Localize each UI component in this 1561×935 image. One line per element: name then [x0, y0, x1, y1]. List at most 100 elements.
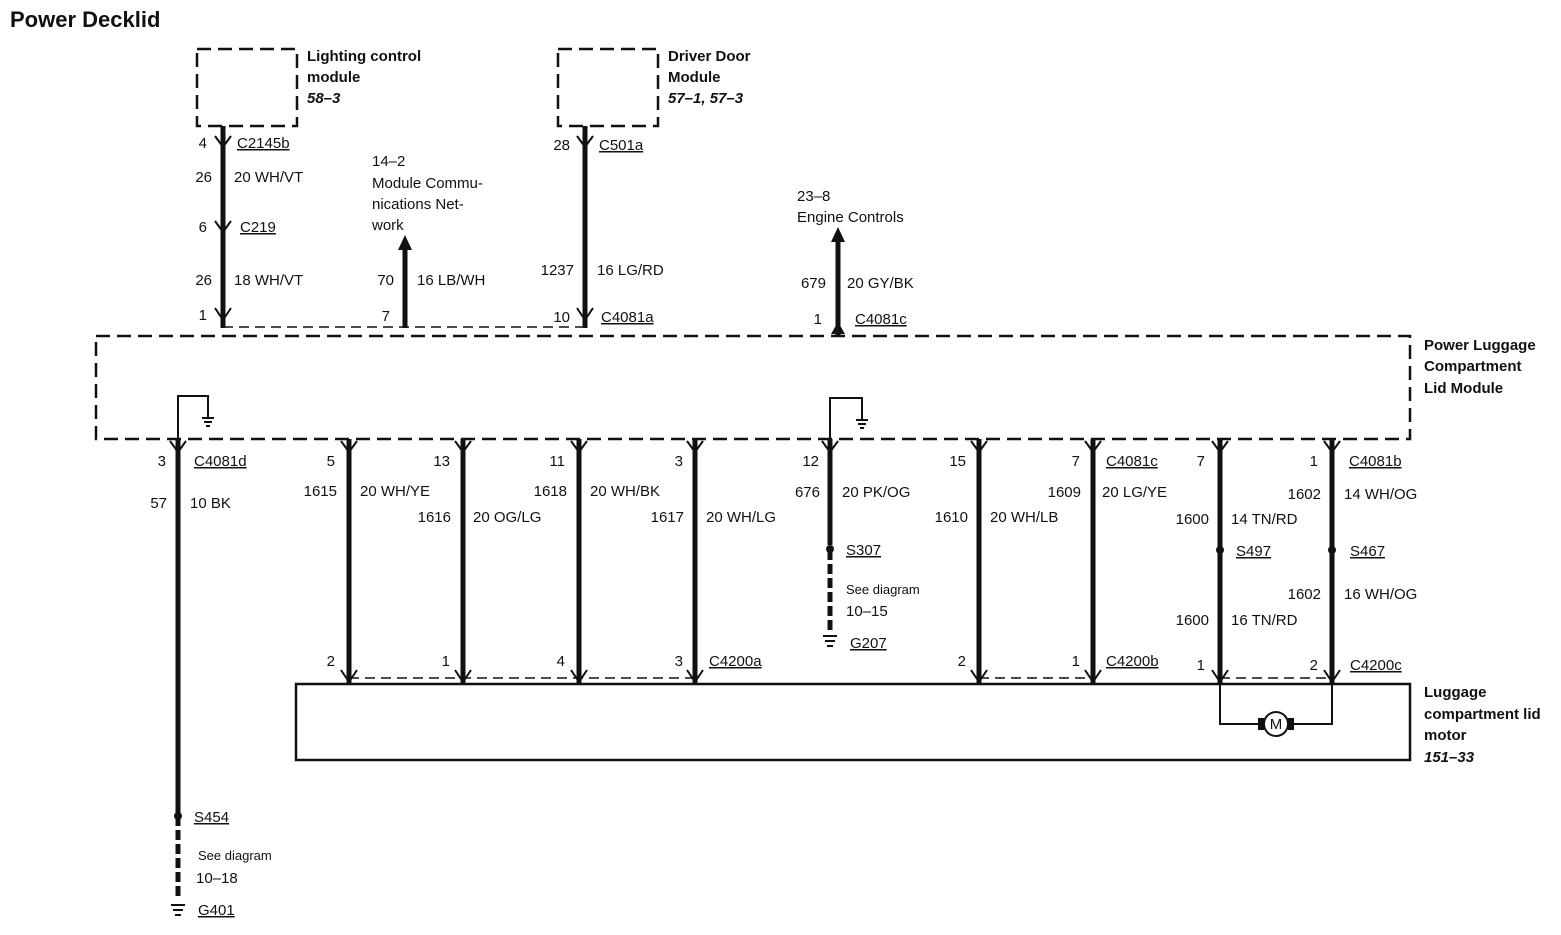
ddm-name-2: Module: [668, 69, 721, 86]
circuit-1600b-num: 1600: [1176, 612, 1209, 629]
motor-name-3: motor: [1424, 727, 1467, 744]
lcm-name-2: module: [307, 69, 360, 86]
circuit-1609-num: 1609: [1048, 484, 1081, 501]
ddm-wire: [576, 126, 594, 328]
mcn-page: 14–2: [372, 153, 405, 170]
circuit-1600a-spec: 14 TN/RD: [1231, 511, 1298, 528]
circuit-676-num: 676: [795, 484, 820, 501]
engine-spec: 20 GY/BK: [847, 275, 914, 292]
connector-c4081c-top: C4081c: [855, 311, 907, 328]
pin-1616-top: 13: [433, 453, 450, 470]
ddm-ref: 57–1, 57–3: [668, 90, 744, 107]
pin-1610-bottom: 2: [958, 653, 966, 670]
pin-1618-bottom: 4: [557, 653, 565, 670]
circuit-1616-spec: 20 OG/LG: [473, 509, 541, 526]
connector-c4200b: C4200b: [1106, 653, 1159, 670]
circuit-1617-num: 1617: [651, 509, 684, 526]
engine-wire: [831, 227, 845, 336]
wire-1615: [340, 439, 358, 684]
circuit-676-spec: 20 PK/OG: [842, 484, 910, 501]
internal-ground-left-icon: [177, 395, 214, 439]
luggage-lid-motor-box: [294, 682, 1412, 762]
driver-door-module-box: [556, 47, 660, 128]
connector-c4200a: C4200a: [709, 653, 762, 670]
plclm-name-3: Lid Module: [1424, 380, 1503, 397]
engine-page: 23–8: [797, 188, 830, 205]
ground-g207: G207: [850, 635, 887, 652]
lcm-name-1: Lighting control: [307, 48, 421, 65]
circuit-1616-num: 1616: [418, 509, 451, 526]
circuit-1618-spec: 20 WH/BK: [590, 483, 660, 500]
splice-s454: S454: [194, 809, 229, 826]
lcm-a-spec: 20 WH/VT: [234, 169, 303, 186]
pin-1600-bottom: 1: [1197, 657, 1205, 674]
pin-1615-bottom: 2: [327, 653, 335, 670]
pin-ddm-bottom: 10: [553, 309, 570, 326]
pin-1609-top: 7: [1072, 453, 1080, 470]
lighting-control-module-box: [195, 47, 299, 128]
mcn-line-3: work: [371, 217, 404, 234]
power-luggage-lid-module-box: [94, 334, 1412, 441]
lcm-ref: 58–3: [307, 90, 341, 107]
engine-label: Engine Controls: [797, 209, 904, 226]
circuit-1609-spec: 20 LG/YE: [1102, 484, 1167, 501]
pin-1617-top: 3: [675, 453, 683, 470]
connector-c501a: C501a: [599, 137, 644, 154]
circuit-1610-spec: 20 WH/LB: [990, 509, 1058, 526]
pin-676-top: 12: [802, 453, 819, 470]
splice-s497: S497: [1236, 543, 1271, 560]
circuit-1600a-num: 1600: [1176, 511, 1209, 528]
connector-c2145b: C2145b: [237, 135, 290, 152]
pin-1610-top: 15: [949, 453, 966, 470]
motor-symbol: M: [1270, 716, 1283, 733]
circuit-1610-num: 1610: [935, 509, 968, 526]
mcn-line-2: nications Net-: [372, 196, 464, 213]
mcn-line-1: Module Commu-: [372, 175, 483, 192]
circuit-1615-spec: 20 WH/YE: [360, 483, 430, 500]
connector-c4200c: C4200c: [1350, 657, 1402, 674]
diagram-title: Power Decklid: [10, 7, 160, 32]
engine-circuit: 679: [801, 275, 826, 292]
circuit-1602b-num: 1602: [1288, 586, 1321, 603]
pin-1615-top: 5: [327, 453, 335, 470]
internal-ground-center-icon: [829, 397, 868, 439]
ground-spec: 10 BK: [190, 495, 231, 512]
wire-1616: [454, 439, 472, 684]
see-diagram-1-page: 10–15: [846, 603, 888, 620]
pin-1609-bottom: 1: [1072, 653, 1080, 670]
lcm-wire: [214, 126, 232, 328]
circuit-1600b-spec: 16 TN/RD: [1231, 612, 1298, 629]
ddm-spec: 16 LG/RD: [597, 262, 664, 279]
splice-s307: S307: [846, 542, 881, 559]
wire-1610: [970, 439, 988, 684]
pin-lcm-bottom: 1: [199, 307, 207, 324]
motor-name-1: Luggage: [1424, 684, 1487, 701]
pin-1602-top: 1: [1310, 453, 1318, 470]
ddm-name-1: Driver Door: [668, 48, 751, 65]
connector-c219: C219: [240, 219, 276, 236]
wire-1617: [686, 439, 704, 684]
ddm-circuit: 1237: [541, 262, 574, 279]
connector-c4081c-bottom: C4081c: [1106, 453, 1158, 470]
see-diagram-2-page: 10–18: [196, 870, 238, 887]
mcn-circuit: 70: [377, 272, 394, 289]
pin-ddm-top: 28: [553, 137, 570, 154]
motor-ref: 151–33: [1424, 749, 1475, 766]
pin-1618-top: 11: [549, 453, 565, 470]
connector-c4081a: C4081a: [601, 309, 654, 326]
wire-1618: [570, 439, 588, 684]
pin-1616-bottom: 1: [442, 653, 450, 670]
circuit-1602a-num: 1602: [1288, 486, 1321, 503]
see-diagram-2-label: See diagram: [198, 848, 272, 863]
wire-1602: [1323, 439, 1341, 684]
motor-name-2: compartment lid: [1424, 706, 1541, 723]
splice-s467: S467: [1350, 543, 1385, 560]
circuit-1618-num: 1618: [534, 483, 567, 500]
motor-icon: [1219, 684, 1333, 737]
plclm-name-1: Power Luggage: [1424, 337, 1536, 354]
pin-lcm-c2145b: 4: [199, 135, 207, 152]
lcm-b-spec: 18 WH/VT: [234, 272, 303, 289]
lcm-a-circuit: 26: [195, 169, 212, 186]
circuit-1617-spec: 20 WH/LG: [706, 509, 776, 526]
